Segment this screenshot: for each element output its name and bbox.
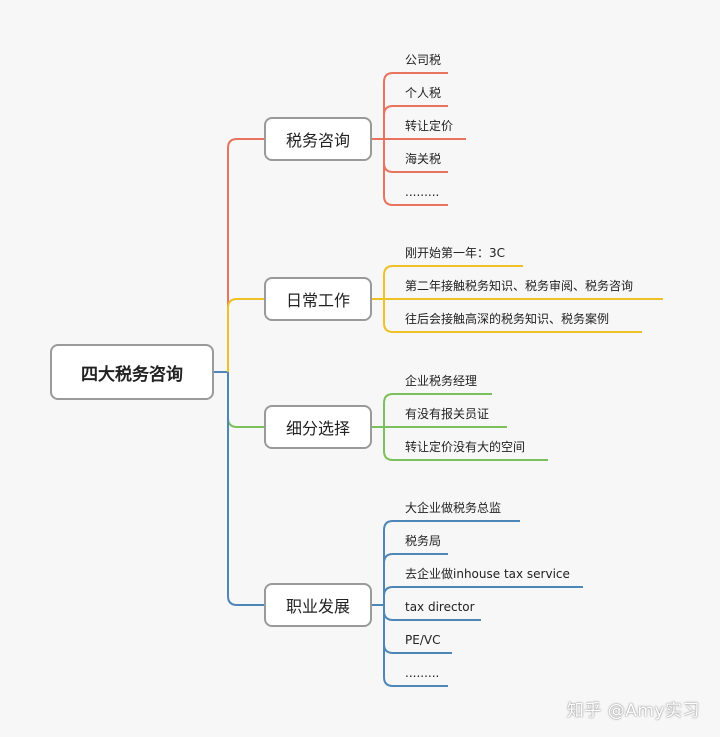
branch-1-leaf-connectors — [372, 72, 466, 206]
leaf-item[interactable]: 公司税 — [405, 53, 442, 67]
leaf-item[interactable]: 大企业做税务总监 — [405, 501, 502, 515]
branch-node-label: 税务咨询 — [285, 131, 350, 150]
leaf-item[interactable]: tax director — [405, 600, 475, 614]
branch-node-daily-work[interactable]: 日常工作 — [264, 277, 372, 321]
branch-node-label: 细分选择 — [285, 419, 350, 438]
leaf-item[interactable]: 海关税 — [405, 152, 442, 166]
leaf-item[interactable]: ......... — [405, 666, 440, 680]
leaf-item[interactable]: ......... — [405, 185, 440, 199]
connector-branch-2 — [227, 298, 264, 372]
watermark: 知乎 @Amy实习 — [566, 701, 700, 721]
branch-node-career-development[interactable]: 职业发展 — [264, 583, 372, 627]
connector-branch-1 — [227, 138, 264, 372]
leaf-item[interactable]: PE/VC — [405, 633, 441, 647]
branch-3-leaf-connectors — [372, 393, 548, 461]
branch-node-tax-consulting[interactable]: 税务咨询 — [264, 117, 372, 161]
leaf-item[interactable]: 转让定价没有大的空间 — [405, 440, 526, 454]
leaf-item[interactable]: 税务局 — [405, 534, 442, 548]
branch-node-label: 日常工作 — [285, 291, 350, 310]
leaf-item[interactable]: 企业税务经理 — [405, 374, 478, 388]
leaf-item[interactable]: 有没有报关员证 — [405, 407, 490, 421]
branch-4-leaf-connectors — [372, 520, 583, 687]
leaf-item[interactable]: 第二年接触税务知识、税务审阅、税务咨询 — [405, 279, 634, 293]
leaf-item[interactable]: 个人税 — [405, 86, 442, 100]
branch-node-specialization[interactable]: 细分选择 — [264, 405, 372, 449]
leaf-item[interactable]: 刚开始第一年：3C — [405, 246, 506, 260]
connector-branch-4 — [227, 372, 264, 606]
root-node-label: 四大税务咨询 — [81, 364, 183, 385]
leaf-item[interactable]: 去企业做inhouse tax service — [405, 567, 570, 581]
root-node[interactable]: 四大税务咨询 — [50, 344, 214, 400]
branch-2-leaf-connectors — [372, 265, 663, 333]
connector-branch-3 — [227, 372, 264, 428]
leaf-item[interactable]: 转让定价 — [405, 119, 454, 133]
branch-node-label: 职业发展 — [285, 597, 350, 616]
leaf-item[interactable]: 往后会接触高深的税务知识、税务案例 — [405, 312, 610, 326]
